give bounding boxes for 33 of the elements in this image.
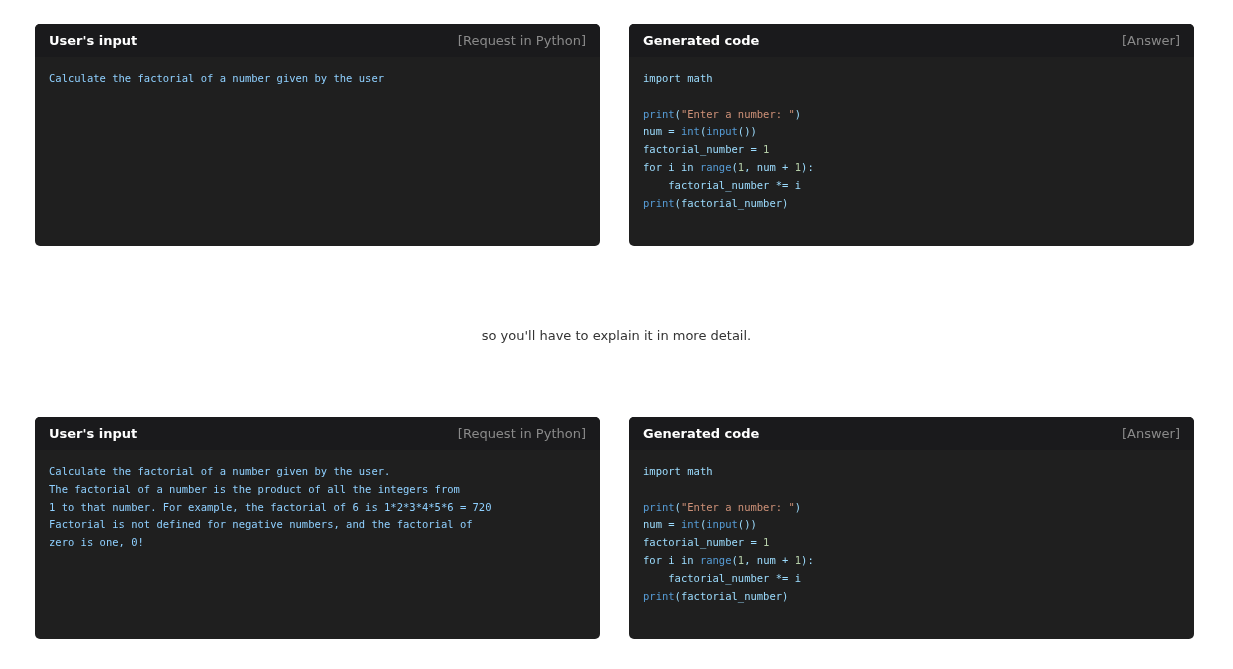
panel-title: Generated code — [643, 426, 760, 441]
code-line: for i in range(1, num + 1): — [643, 160, 815, 175]
code-line: print(factorial_number) — [643, 588, 790, 605]
note-text: so you'll have to explain it in more detail. — [481, 328, 752, 343]
prompt-text: Calculate the factorial of a number given by the user. — [49, 464, 392, 479]
code-line: print("Enter a number: ") — [643, 499, 803, 515]
panel-title: Generated code — [643, 33, 760, 48]
prompt-text: Factorial is not defined for negative numbers, and the factorial of — [49, 517, 474, 533]
input-panel — [35, 417, 600, 639]
prompt-text: zero is one, 0! — [49, 535, 145, 551]
panel-tag: [Answer] — [1121, 426, 1180, 441]
prompt-text: Calculate the factorial of a number given by the user — [49, 71, 386, 86]
code-line: factorial_number *= i — [667, 570, 803, 587]
code-line: import math — [643, 464, 714, 479]
code-panel — [629, 24, 1194, 246]
prompt-text: 1 to that number. For example, the factorial of 6 is 1*2*3*4*5*6 = 720 — [49, 499, 493, 515]
code-line: print("Enter a number: ") — [643, 106, 803, 122]
panel-title: User's input — [49, 426, 138, 441]
prompt-text: The factorial of a number is the product of all the integers from — [49, 481, 461, 497]
code-line: num = int(input()) — [643, 517, 758, 533]
code-line: for i in range(1, num + 1): — [643, 553, 815, 568]
panel-tag: [Answer] — [1121, 33, 1180, 48]
code-line: num = int(input()) — [643, 124, 758, 140]
code-line: factorial_number = 1 — [643, 535, 771, 551]
panel-title: User's input — [49, 33, 138, 48]
input-panel — [35, 24, 600, 246]
code-line: print(factorial_number) — [643, 195, 790, 212]
code-line: factorial_number *= i — [667, 177, 803, 194]
panel-tag: [Request in Python] — [457, 426, 586, 441]
code-panel — [629, 417, 1194, 639]
code-line: factorial_number = 1 — [643, 142, 771, 158]
panel-tag: [Request in Python] — [457, 33, 586, 48]
code-line: import math — [643, 71, 714, 86]
